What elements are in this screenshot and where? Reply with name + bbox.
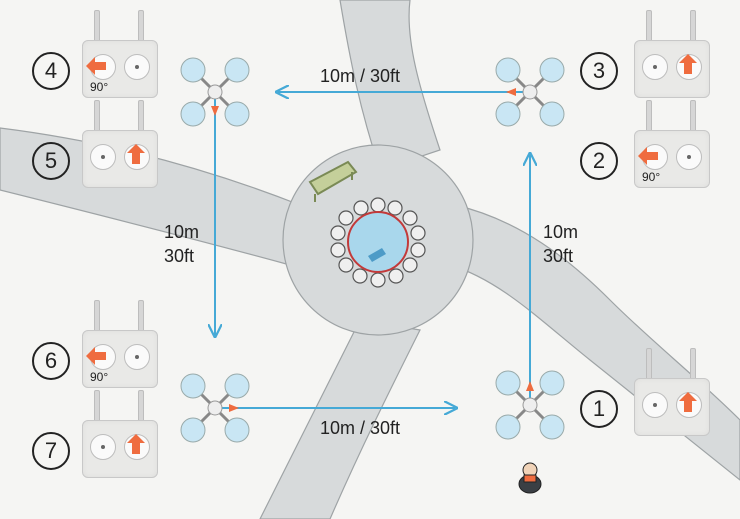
arrow-left-icon xyxy=(86,57,106,75)
step-6-number: 6 xyxy=(32,342,70,380)
bench-icon xyxy=(308,160,358,202)
rotation-angle: 90° xyxy=(90,80,109,94)
rotation-angle: 90° xyxy=(90,370,109,384)
heading-arrow xyxy=(526,381,534,391)
step-2-number: 2 xyxy=(580,142,618,180)
step-4-number: 4 xyxy=(32,52,70,90)
arrow-up-icon xyxy=(679,392,697,412)
step-5-number: 5 xyxy=(32,142,70,180)
right-distance-m-label: 10m xyxy=(543,222,579,242)
remote-step-5 xyxy=(82,100,158,188)
fountain xyxy=(330,197,426,288)
remote-step-1 xyxy=(634,348,710,436)
remote-step-7 xyxy=(82,390,158,478)
fountain-water xyxy=(347,211,409,273)
top-distance-label: 10m / 30ft xyxy=(320,66,401,86)
step-7-number: 7 xyxy=(32,432,70,470)
remote-step-4: 90° xyxy=(82,10,158,98)
left-stick xyxy=(90,144,116,170)
pilot-icon xyxy=(518,462,542,494)
drone-bottom-left xyxy=(180,373,250,443)
left-distance-ft-label: 30ft xyxy=(164,246,195,266)
drone-bottom-right xyxy=(495,370,565,440)
arrow-up-icon xyxy=(127,434,145,454)
drone-top-right xyxy=(495,57,565,127)
road-south xyxy=(259,319,421,519)
bottom-distance-label: 10m / 30ft xyxy=(320,418,401,438)
rotation-angle: 90° xyxy=(642,170,661,184)
heading-arrow xyxy=(506,88,516,96)
fish-icon xyxy=(368,248,386,262)
arrow-up-icon xyxy=(679,54,697,74)
arrow-left-icon xyxy=(638,147,658,165)
road-east xyxy=(449,204,740,481)
right-stick xyxy=(676,144,702,170)
left-stick xyxy=(642,54,668,80)
heading-arrow xyxy=(211,106,219,116)
left-stick xyxy=(90,434,116,460)
right-stick xyxy=(124,54,150,80)
remote-step-2: 90° xyxy=(634,100,710,188)
left-distance-m-label: 10m xyxy=(164,222,200,242)
step-3-number: 3 xyxy=(580,52,618,90)
left-stick xyxy=(642,392,668,418)
right-distance-ft-label: 30ft xyxy=(543,246,574,266)
fountain-stones xyxy=(330,197,426,288)
arrow-left-icon xyxy=(86,347,106,365)
step-1-number: 1 xyxy=(580,390,618,428)
heading-arrow xyxy=(229,404,239,412)
drone-top-left xyxy=(180,57,250,127)
flight-route xyxy=(215,92,530,408)
remote-step-6: 90° xyxy=(82,300,158,388)
arrow-up-icon xyxy=(127,144,145,164)
remote-step-3 xyxy=(634,10,710,98)
right-stick xyxy=(124,344,150,370)
